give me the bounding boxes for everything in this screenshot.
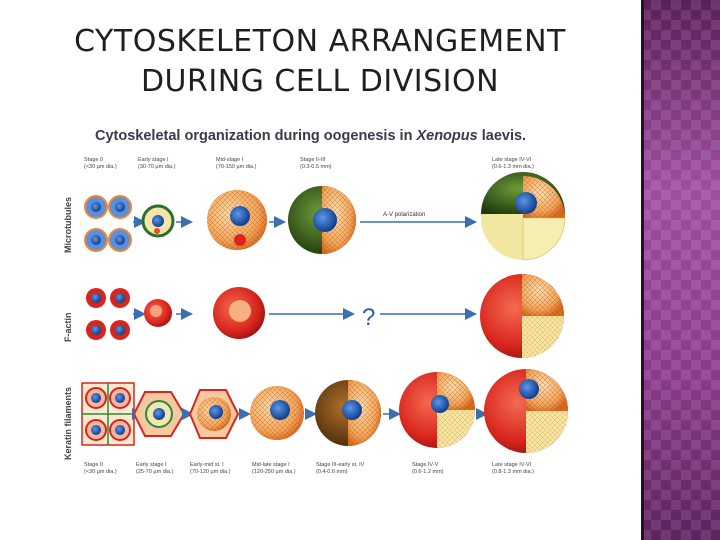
stage-size: (<30 µm dia.) [84, 469, 117, 475]
stage-size: (0.8-1.3 mm dia.) [492, 469, 534, 475]
stage-size: (30-70 µm dia.) [138, 164, 176, 170]
row-microtubules: A-V polarization [84, 172, 566, 261]
cell-stage2-3 [288, 186, 356, 254]
figure-title-italic: Xenopus [416, 128, 478, 144]
stage-size: (70-120 µm dia.) [190, 469, 231, 475]
stage-label-bottom: Stage IV-V(0.6-1.2 mm) [412, 462, 443, 476]
stage-size: (0.6-1.2 mm) [412, 469, 444, 475]
slide-title-line2: DURING CELL DIVISION [140, 64, 500, 99]
stage-label-top: Stage 0(<30 µm dia.) [84, 157, 117, 171]
cell-mid-late-stage1 [250, 386, 304, 440]
cell-cluster-stage0 [81, 382, 135, 446]
stage-size: (120-250 µm dia.) [252, 469, 296, 475]
cell-early-stage1 [141, 204, 175, 238]
stage-label-top: Mid-stage I(70-150 µm dia.) [216, 157, 256, 171]
stage-size: (<30 µm dia.) [84, 164, 117, 170]
stage-name: Late stage IV-VI [492, 157, 532, 163]
figure-title-suffix: laevis. [477, 128, 527, 144]
stage-label-top: Late stage IV-VI(0.6-1.3 mm dia.) [492, 157, 534, 171]
stage-name: Mid-late stage I [252, 462, 290, 468]
stage-size: (0.3-0.5 mm) [300, 164, 332, 170]
stage-name: Late stage IV-VI [492, 462, 532, 468]
figure-title-prefix: Cytoskeletal organization during oogenes… [95, 128, 417, 144]
cell-late-stage4-6 [484, 369, 568, 453]
cell-late-stage4-6 [480, 274, 564, 358]
stage-label-bottom: Stage 0(<30 µm dia.) [84, 462, 117, 476]
decorative-sidebar [641, 0, 720, 540]
question-mark: ? [362, 304, 375, 331]
stage-name: Early stage I [138, 157, 169, 163]
slide-title: CYTOSKELETON ARRANGEMENT DURING CELL DIV… [0, 22, 640, 102]
stage-name: Stage II-III [300, 157, 326, 163]
stage-name: Stage 0 [84, 157, 103, 163]
slide-title-line1: CYTOSKELETON ARRANGEMENT [74, 24, 566, 59]
cell-stage4-5 [399, 372, 475, 448]
stage-label-bottom: Stage III-early st. IV(0.4-0.6 mm) [316, 462, 364, 476]
cell-mid-stage1 [207, 190, 267, 250]
cell-stage3-early4 [315, 380, 381, 446]
stage-size: (70-150 µm dia.) [216, 164, 257, 170]
stage-size: (0.6-1.3 mm dia.) [492, 164, 534, 170]
cell-cluster-stage0 [84, 195, 132, 252]
stage-name: Stage 0 [84, 462, 103, 468]
stage-name: Mid-stage I [216, 157, 244, 163]
stage-name: Stage III-early st. IV [316, 462, 365, 468]
stage-label-top: Stage II-III(0.3-0.5 mm) [300, 157, 331, 171]
row-keratin-filaments [81, 369, 568, 453]
stage-size: (25-70 µm dia.) [136, 469, 174, 475]
cell-early-stage1 [132, 391, 186, 437]
stage-name: Stage IV-V [412, 462, 439, 468]
cell-cluster-stage0 [86, 288, 130, 340]
stage-size: (0.4-0.6 mm) [316, 469, 348, 475]
stage-label-top: Early stage I(30-70 µm dia.) [138, 157, 175, 171]
av-polarization-label: A-V polarization [383, 212, 425, 218]
cell-early-stage1 [144, 299, 172, 327]
figure-title: Cytoskeletal organization during oogenes… [95, 128, 526, 144]
stage-label-bottom: Mid-late stage I(120-250 µm dia.) [252, 462, 296, 476]
sidebar-divider [641, 0, 644, 540]
row-f-actin: ? [86, 274, 564, 358]
stage-label-bottom: Late stage IV-VI(0.8-1.3 mm dia.) [492, 462, 534, 476]
cell-mid-stage1 [213, 287, 265, 339]
stage-label-bottom: Early-mid st. I(70-120 µm dia.) [190, 462, 230, 476]
cell-late-stage4-6 [481, 172, 566, 261]
stage-name: Early-mid st. I [190, 462, 224, 468]
stage-name: Early stage I [136, 462, 167, 468]
stage-label-bottom: Early stage I(25-70 µm dia.) [136, 462, 173, 476]
cell-early-mid-stage1 [188, 389, 240, 439]
